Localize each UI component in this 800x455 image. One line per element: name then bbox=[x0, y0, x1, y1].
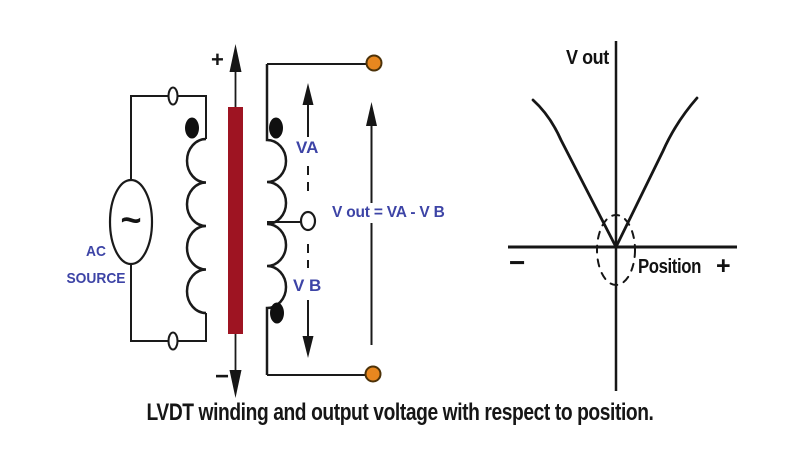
vb-label: V B bbox=[293, 276, 322, 295]
vout-arrow bbox=[366, 102, 377, 345]
vout-position-graph bbox=[508, 41, 737, 391]
lvdt-circuit-diagram bbox=[108, 44, 383, 398]
ac-source-label-line2: SOURCE bbox=[66, 270, 126, 287]
polarity-dot-secondary-a bbox=[269, 117, 283, 139]
graph-y-axis-label: V out bbox=[566, 47, 609, 69]
ac-source-label-line1: AC bbox=[86, 243, 106, 260]
core-plus-sign: + bbox=[211, 47, 224, 72]
secondary-winding bbox=[265, 64, 288, 375]
graph-x-axis-label: Position bbox=[638, 256, 701, 278]
vout-curve-left bbox=[531, 98, 618, 249]
ac-source-label: AC SOURCE bbox=[61, 238, 131, 292]
center-tap-terminal bbox=[299, 210, 317, 232]
primary-terminal-top bbox=[167, 86, 179, 106]
vout-curve-right bbox=[614, 96, 699, 249]
core-bar bbox=[228, 107, 243, 334]
ac-sine-symbol: ~ bbox=[120, 199, 142, 240]
core-arrow-up-icon bbox=[229, 44, 242, 72]
vout-equation-label: V out = VA - V B bbox=[329, 203, 448, 223]
ac-source-circle bbox=[108, 178, 154, 266]
polarity-dot-primary bbox=[185, 117, 199, 139]
figure-caption: LVDT winding and output voltage with res… bbox=[146, 399, 654, 426]
polarity-dot-secondary-b bbox=[270, 302, 284, 324]
va-label: VA bbox=[296, 138, 319, 157]
vb-arrow bbox=[302, 244, 314, 358]
output-terminal-bottom bbox=[364, 365, 382, 383]
primary-terminal-bottom bbox=[167, 331, 179, 351]
null-point-dashed-circle bbox=[596, 214, 636, 286]
graph-negative-sign: − bbox=[509, 247, 526, 278]
output-terminal-top bbox=[365, 54, 383, 72]
primary-top-wire bbox=[130, 95, 207, 181]
core-minus-sign: − bbox=[215, 363, 230, 390]
core-arrow-down-icon bbox=[229, 370, 242, 398]
graph-positive-sign: + bbox=[716, 252, 731, 280]
primary-winding bbox=[185, 137, 207, 315]
va-arrow bbox=[302, 83, 314, 198]
